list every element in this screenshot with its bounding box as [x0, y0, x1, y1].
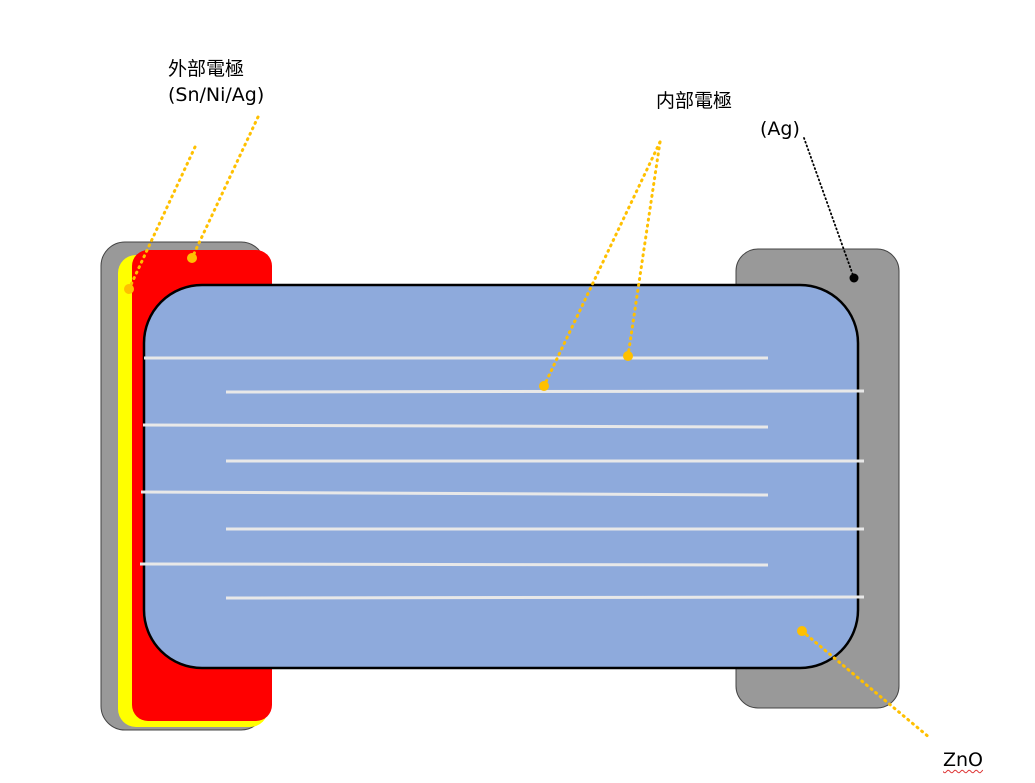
leader-line-outer-yellow	[127, 145, 197, 291]
outer-electrode-label: 外部電極	[168, 58, 245, 80]
inner-electrode-line-5	[140, 490, 769, 497]
leader-dot-ag	[849, 273, 859, 283]
outer-electrode-material-label: (Sn/Ni/Ag)	[168, 84, 265, 106]
leader-line-ag	[803, 137, 855, 279]
zno-body	[142, 283, 860, 670]
leader-lines	[127, 115, 932, 740]
inner-electrode-line-2	[225, 389, 865, 394]
leader-line-outer-red	[190, 115, 260, 260]
inner-electrode-layers	[139, 356, 865, 600]
leader-dot-inner-b	[623, 351, 633, 361]
inner-electrode-line-3	[142, 423, 769, 429]
leader-dot-outer-yellow	[124, 284, 134, 294]
inner-electrode-line-8	[225, 595, 865, 600]
leader-line-inner-b	[626, 140, 662, 358]
inner-electrode-label: 内部電極	[656, 90, 733, 112]
leader-dot-inner-a	[539, 381, 549, 391]
leader-dot-zno	[797, 626, 807, 636]
leader-dot-outer-red	[187, 253, 197, 263]
inner-electrode-material-label: (Ag)	[760, 118, 800, 140]
leader-dots	[124, 253, 859, 636]
leader-line-zno	[800, 629, 932, 740]
zno-body-label: ZnO	[943, 749, 984, 771]
inner-electrode-line-7	[139, 562, 769, 567]
